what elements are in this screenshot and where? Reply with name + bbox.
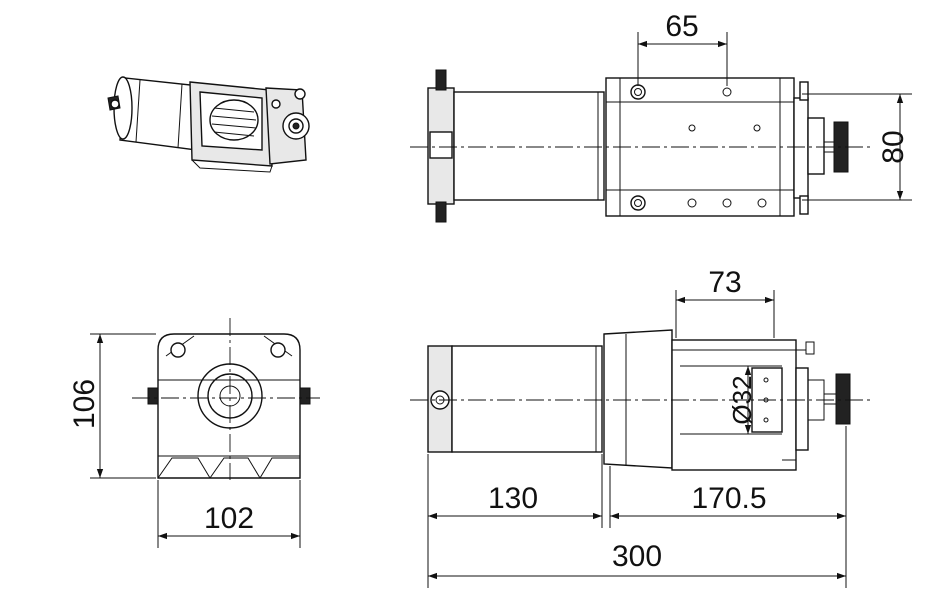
dim-drum-diameter: Ø32 (727, 375, 757, 424)
side-view: 73 Ø32 130 170.5 300 (410, 266, 870, 588)
dim-top-spacing: 65 (665, 10, 698, 43)
isometric-view (107, 76, 310, 173)
dim-motor-length: 130 (488, 482, 538, 515)
dim-drum-length: 170.5 (691, 482, 766, 515)
dim-mid-spacing: 73 (708, 266, 741, 299)
dim-end-height: 106 (68, 379, 101, 429)
top-view: 65 80 (410, 10, 912, 223)
dim-overall-length: 300 (612, 540, 662, 573)
dim-top-height: 80 (877, 130, 910, 163)
end-view: 106 102 (68, 318, 320, 548)
dim-end-width: 102 (204, 502, 254, 535)
